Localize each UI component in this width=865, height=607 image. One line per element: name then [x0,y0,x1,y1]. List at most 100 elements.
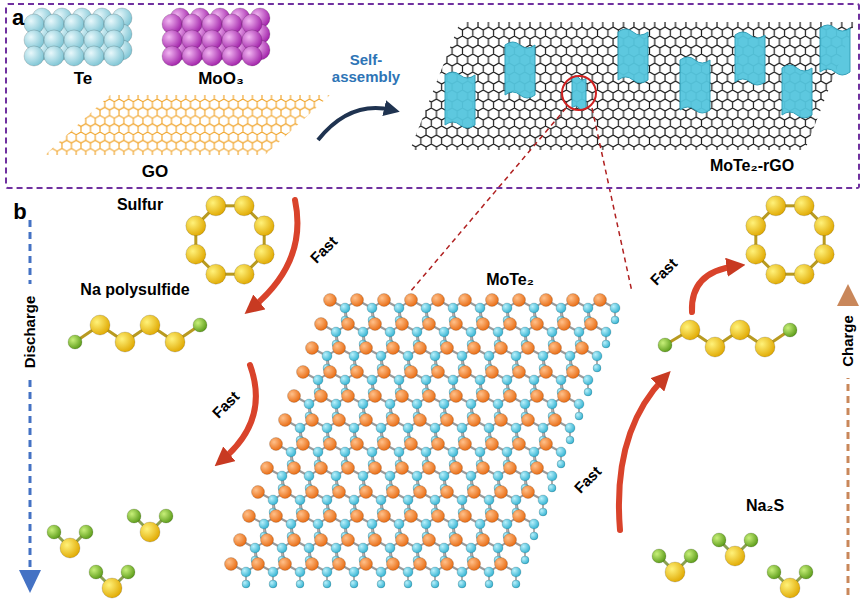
zoom-circle [562,76,596,110]
te-atom [602,340,610,348]
te-atom [556,303,566,313]
te-atom [493,471,503,481]
te-atom [502,303,512,313]
moo3-atom [222,46,242,66]
mo-atom [495,558,508,571]
mo-atom [378,366,391,379]
material-label: MoTe₂-rGO [710,157,794,175]
te-atom [349,495,359,505]
te-atom [466,399,476,409]
mo-atom [540,438,553,451]
moo3-atom [242,46,262,66]
mo-atom [504,534,517,547]
te-atom [566,436,574,444]
te-atom [242,580,250,588]
mo-atom [252,486,265,499]
mo-atom [369,318,382,331]
mo-atom [504,462,517,475]
mo-atom [279,486,292,499]
te-atom [521,556,529,564]
mo-atom [432,510,445,523]
mo-atom [414,342,427,355]
te-atom [610,303,620,313]
mo-atom [396,462,409,475]
rgo-sheet [410,22,855,150]
te-atom [583,375,593,385]
te-atom [485,580,493,588]
te-atom [286,519,296,529]
mo-atom [306,414,319,427]
sodium-atom [658,338,672,352]
mo-atom [450,462,463,475]
mo-atom [513,294,526,307]
te-atom [322,567,332,577]
te-atom [511,351,521,361]
mo-atom [225,558,238,571]
mo-atom [432,366,445,379]
mo-atom [423,318,436,331]
te-atom [385,543,395,553]
fast-arrows [222,200,736,530]
sulfur-atom [60,538,80,558]
process-label: Self- assembly [326,52,406,85]
mo-atom [513,366,526,379]
te-atom [376,423,386,433]
te-atom [493,543,503,553]
te-atom [377,580,385,588]
mo-atom [531,390,544,403]
te-atom [502,375,512,385]
charge-head [837,284,859,306]
te-atom [340,303,350,313]
mo-atom [504,318,517,331]
te-atom [64,46,84,66]
mo-atom [324,510,337,523]
sulfur-atom [140,522,160,542]
mo-atom [513,510,526,523]
mo-atom [333,414,346,427]
sulfur-atom [186,244,206,264]
te-atom [394,519,404,529]
mo-atom [477,390,490,403]
te-atom [259,519,269,529]
mo-atom [351,510,364,523]
mo-atom [432,294,445,307]
sulfur-atom [730,320,750,340]
te-atom [340,375,350,385]
te-atom [593,364,601,372]
te-atom [313,375,323,385]
te-atom [512,580,520,588]
te-atom [421,375,431,385]
mo-atom [288,534,301,547]
te-atom [394,303,404,313]
mo-atom [306,558,319,571]
mo-atom [459,438,472,451]
mo-atom [342,462,355,475]
mo-atom [387,558,400,571]
material-label: GO [142,163,168,182]
mo-atom [486,366,499,379]
te-atom [493,327,503,337]
te-atom [296,580,304,588]
te-atom [304,471,314,481]
te-atom [475,519,485,529]
mo-atom [288,462,301,475]
te-atom [24,46,44,66]
mo-atom [369,534,382,547]
sulfur-atom [794,264,814,284]
te-atom [268,567,278,577]
mo-atom [522,486,535,499]
te-atom [439,471,449,481]
mo-atom [324,366,337,379]
te-atom [520,471,530,481]
sulfur-atom [102,578,122,598]
mo-atom [405,294,418,307]
te-atom [565,351,575,361]
mo-atom [360,486,373,499]
mo-atom [450,390,463,403]
te-atom [511,495,521,505]
mo-atom [324,294,337,307]
sulfur-atom [206,196,226,216]
mo-atom [405,366,418,379]
te-atom [557,460,565,468]
material-label: MoO₃ [198,70,244,89]
